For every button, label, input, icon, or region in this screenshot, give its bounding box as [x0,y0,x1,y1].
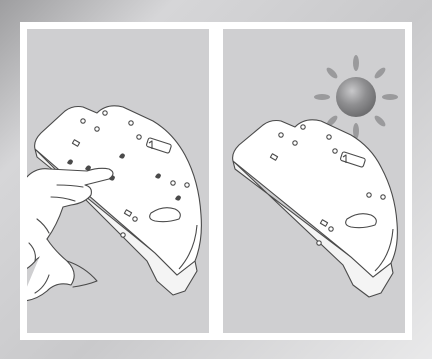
mop-pad-base [233,120,398,297]
wipe-illustration [27,29,209,333]
panel-wipe-background [27,29,209,333]
panel-wipe-mop-pad [20,22,216,340]
panel-dry-background [223,29,405,333]
dry-illustration [223,29,405,333]
panel-dry-mop-pad [216,22,412,340]
